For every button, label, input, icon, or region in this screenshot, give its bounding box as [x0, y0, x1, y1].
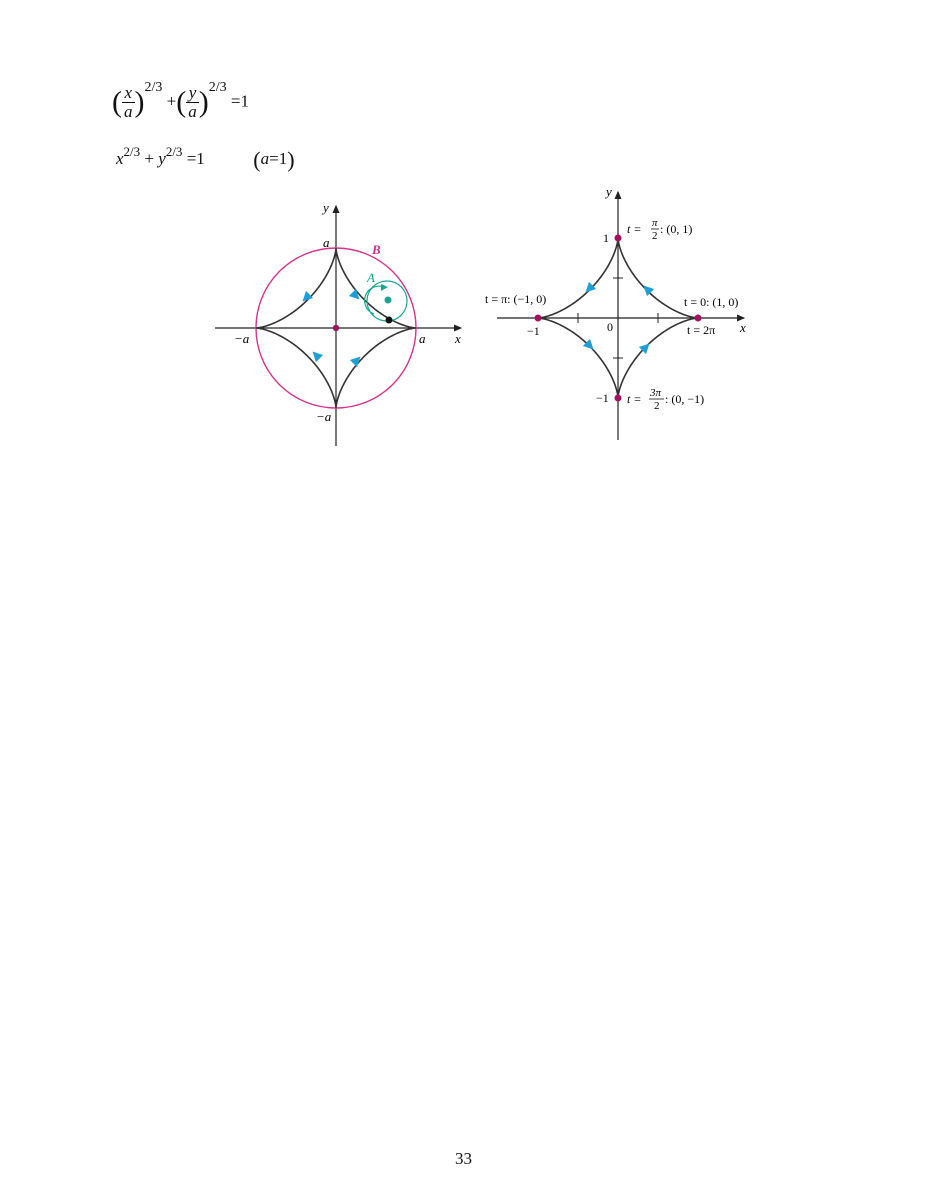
astroid-circle-figure: y x a −a −a a B A — [210, 195, 472, 455]
astroid-curve — [256, 248, 416, 408]
astroid-parametric-figure: y x 1 −1 −1 0 t = π 2 : (0, 1) t = π: (−… — [470, 180, 760, 450]
exponent: 2/3 — [165, 144, 183, 159]
equals-one: =1 — [186, 149, 205, 168]
open-paren: ( — [112, 85, 122, 119]
direction-arrow-icon — [312, 351, 324, 363]
direction-arrow-icon — [349, 356, 361, 368]
exponent: 2/3 — [208, 80, 227, 96]
open-paren: ( — [253, 147, 261, 173]
close-paren: ) — [198, 85, 209, 119]
axis-label-x: x — [454, 331, 461, 346]
label-top-prefix: t = — [627, 222, 641, 236]
label-bottom-point: : (0, −1) — [665, 392, 704, 406]
equation-rhs: =1 — [230, 91, 249, 111]
tracing-point-dot — [385, 316, 393, 324]
label-right: t = 0: (1, 0) — [684, 295, 738, 309]
origin-dot — [332, 324, 340, 332]
point-bottom-dot — [614, 394, 622, 402]
denominator-a: a — [124, 101, 133, 121]
label-right-2pi: t = 2π — [687, 323, 715, 337]
point-right-dot — [694, 314, 702, 322]
condition-equals: =1 — [269, 149, 288, 168]
tick-label-left: −a — [234, 331, 250, 346]
point-left-dot — [534, 314, 542, 322]
tick-label-y-pos: 1 — [603, 231, 609, 245]
label-top-den: 2 — [652, 230, 658, 242]
plus-sign: + — [166, 91, 177, 111]
axis-label-x: x — [739, 320, 746, 335]
circle-b-label: B — [371, 242, 381, 257]
open-paren: ( — [176, 85, 187, 119]
direction-arrow-icon — [643, 285, 655, 297]
close-paren: ) — [287, 147, 295, 173]
axis-label-y: y — [604, 184, 612, 199]
label-bottom-prefix: t = — [627, 392, 641, 406]
label-bottom-den: 2 — [654, 400, 660, 412]
page-number: 33 — [455, 1149, 472, 1168]
close-paren: ) — [134, 85, 145, 119]
axis-label-y: y — [321, 200, 329, 215]
denominator-a: a — [188, 101, 197, 121]
var-x: x — [116, 149, 124, 168]
astroid-curve — [538, 238, 698, 398]
circle-a-center-dot — [384, 296, 392, 304]
exponent: 2/3 — [123, 144, 141, 159]
tick-label-y-neg: −1 — [596, 391, 609, 405]
numerator-x: x — [122, 84, 135, 103]
label-top-num: π — [652, 217, 658, 229]
direction-arrow-icon — [302, 290, 314, 302]
tick-label-bottom: −a — [316, 409, 332, 424]
rotation-arrow-icon — [364, 285, 385, 315]
astroid-equation-unit: x2/3 + y2/3 =1 (a=1) — [116, 144, 295, 173]
label-bottom-num: 3π — [649, 387, 662, 399]
point-top-dot — [614, 234, 622, 242]
tick-label-x-neg: −1 — [527, 324, 540, 338]
direction-arrow-icon — [348, 288, 360, 300]
tick-label-top: a — [323, 235, 330, 250]
label-top-point: : (0, 1) — [660, 222, 692, 236]
plus-sign: + — [144, 149, 155, 168]
condition-var-a: a — [260, 149, 270, 168]
var-y: y — [158, 149, 166, 168]
numerator-y: y — [186, 84, 199, 103]
circle-a-label: A — [366, 270, 375, 285]
exponent: 2/3 — [144, 80, 163, 96]
tick-label-right: a — [419, 331, 426, 346]
label-left: t = π: (−1, 0) — [485, 292, 546, 306]
direction-arrow-icon — [585, 281, 597, 293]
origin-label: 0 — [607, 320, 613, 334]
